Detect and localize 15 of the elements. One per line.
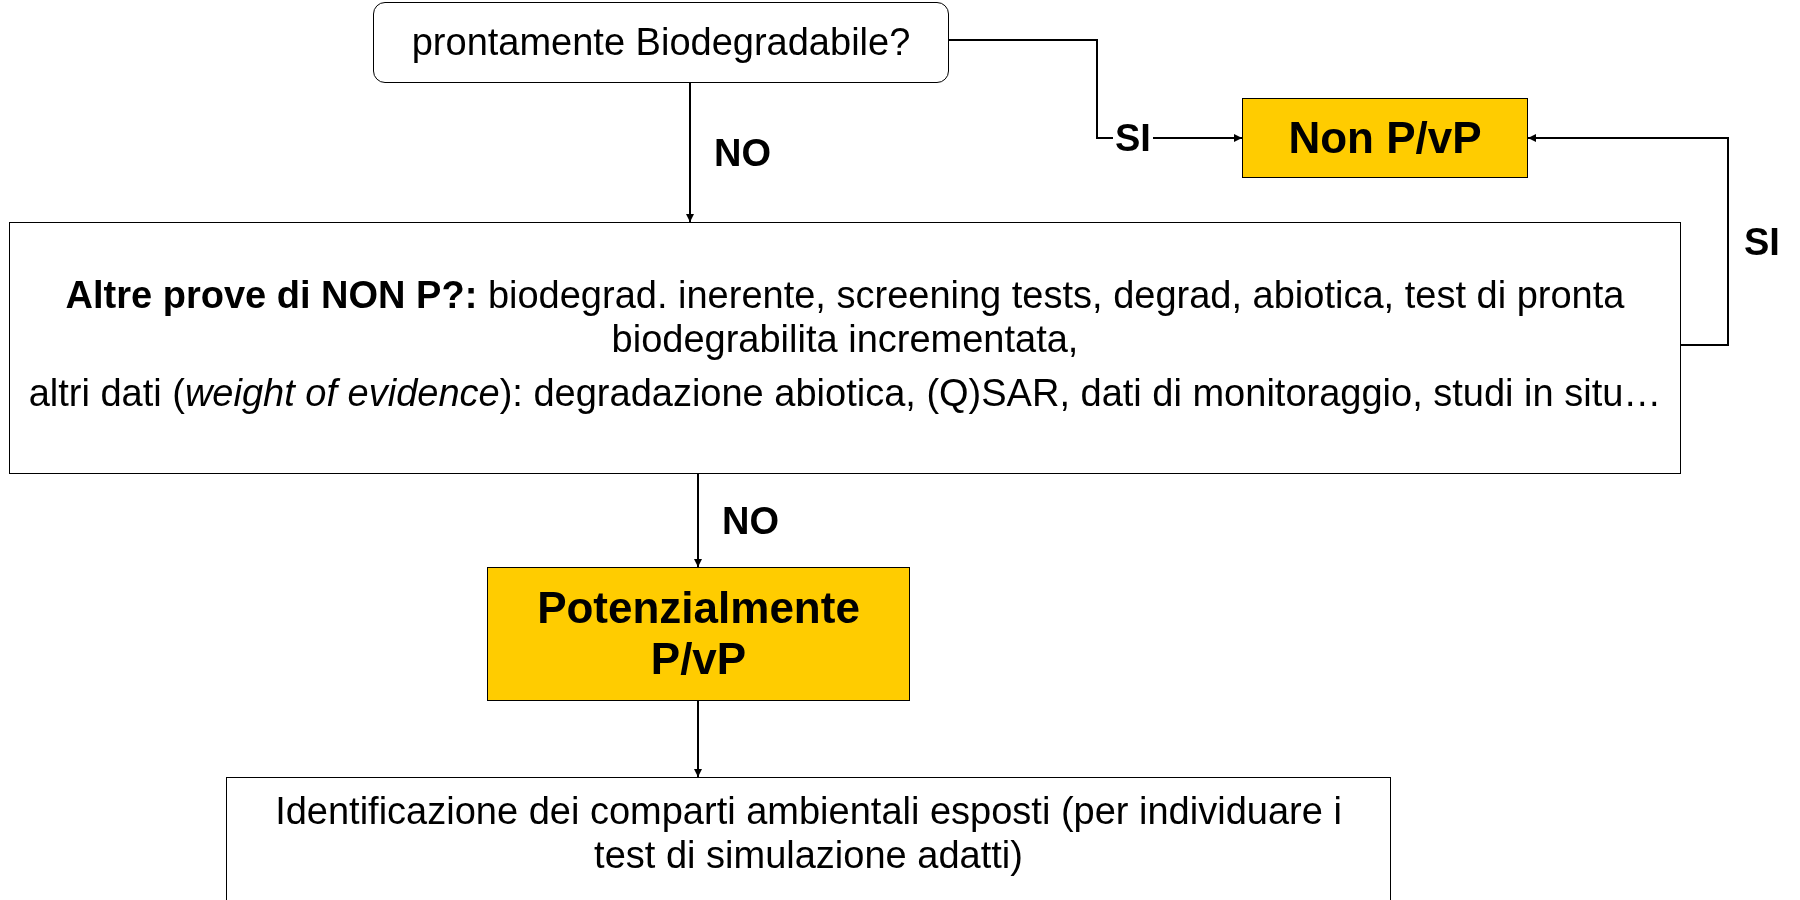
process-box (9, 222, 1681, 474)
arrow (686, 82, 694, 223)
box-text: altri dati (weight of evidence): degradazione abiotica, (Q)SAR, dati di monitoraggio, studi in situ… (28, 371, 1662, 416)
box-text: Identificazione dei comparti ambientali esposti (per individuare i test di simulazione adatti) (274, 790, 1343, 878)
arrow (694, 473, 702, 568)
box-text: prontamente Biodegradabile? (411, 20, 911, 65)
box-text: Non P/vP (1288, 112, 1482, 164)
arrow (694, 700, 702, 778)
decision-box (373, 2, 949, 83)
box-text: Potenzialmente P/vP (536, 583, 861, 685)
result-box (1242, 98, 1528, 178)
arrow (1527, 134, 1729, 346)
result-box (487, 567, 910, 701)
process-box (226, 777, 1391, 900)
arrow (948, 39, 1243, 142)
